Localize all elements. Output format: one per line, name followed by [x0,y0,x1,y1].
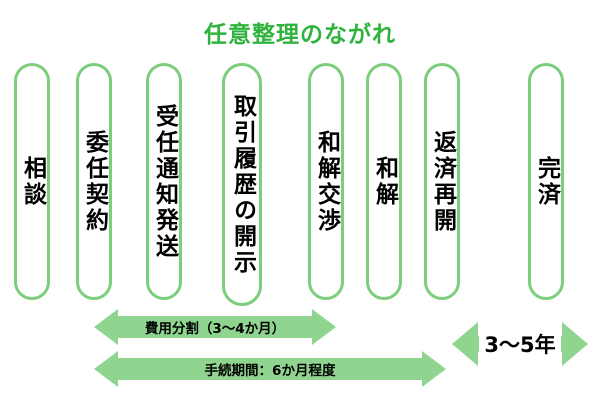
step-pill-consultation: 相談 [14,63,50,300]
step-pill-settlement-negotiation: 和解交渉 [308,63,344,300]
procedure-period-arrow: 手続期間：6か月程度 [94,351,446,387]
step-label: 完済 [533,155,560,208]
cost-split-label: 費用分割（3～4か月） [144,321,286,337]
repayment-years-arrow: 3～5年 [452,322,588,366]
repayment-years-label: 3～5年 [479,329,561,359]
procedure-period-label: 手続期間：6か月程度 [204,363,336,379]
step-pill-notice: 受任通知発送 [146,63,182,300]
diagram-title: 任意整理のながれ [204,22,396,48]
step-label: 委任契約 [81,129,108,234]
step-pill-full-repayment: 完済 [528,63,564,300]
step-pill-settlement: 和解 [366,63,402,300]
step-pill-history-disclosure: 取引履歴の開示 [222,63,262,306]
step-label: 相談 [19,155,46,208]
step-pill-repayment-restart: 返済再開 [424,63,460,300]
cost-split-duration-arrow: 費用分割（3～4か月） [94,309,336,345]
step-label: 受任通知発送 [151,103,178,260]
step-label: 和解交渉 [313,129,340,234]
step-pill-contract: 委任契約 [76,63,112,300]
step-label: 和解 [371,155,398,208]
step-label: 取引履歴の開示 [229,93,256,276]
step-label: 返済再開 [429,129,456,234]
